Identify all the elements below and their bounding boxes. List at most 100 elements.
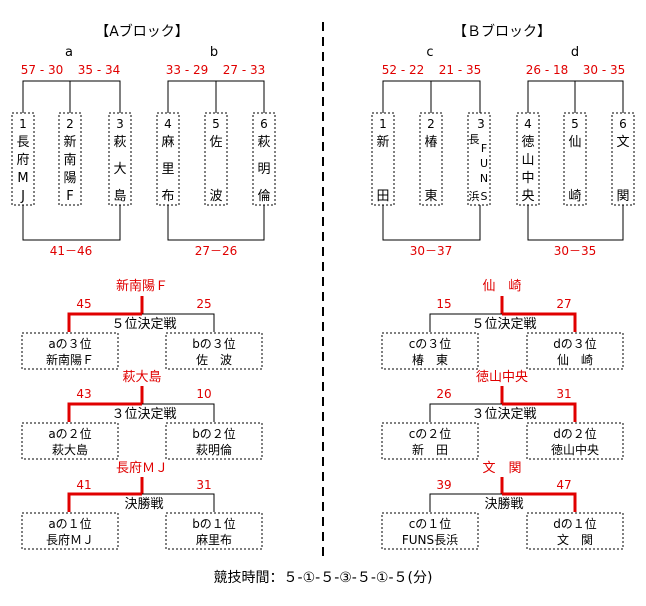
svg-text:bの３位: bの３位 (192, 336, 236, 351)
svg-text:明: 明 (257, 162, 270, 177)
match-b-3rd: 徳山中央 26 31 ３位決定戦 cの２位 新 田 dの２位 徳山中央 (381, 370, 624, 460)
svg-text:中: 中 (521, 171, 534, 186)
svg-text:文: 文 (616, 135, 629, 150)
svg-text:麻里布: 麻里布 (196, 532, 232, 547)
cross-bracket-b4-b6 (527, 205, 624, 241)
cross-bracket-a1-a3 (22, 205, 121, 241)
svg-text:6: 6 (260, 117, 268, 131)
team-box-b2: 2 椿 東 (419, 112, 443, 206)
league-b-score-2: 27 - 33 (223, 63, 266, 77)
svg-text:2: 2 (427, 117, 435, 131)
match-label: ５位決定戦 (111, 317, 176, 332)
block-a-title: 【Aブロック】 (95, 23, 189, 40)
competition-time: 競技時間：５-①-５-③-５-①-５(分) (214, 570, 433, 586)
svg-text:6: 6 (619, 117, 627, 131)
match-a-3rd: 萩大島 43 10 ３位決定戦 aの２位 萩大島 bの２位 萩明倫 (21, 370, 263, 460)
svg-text:aの１位: aの１位 (48, 516, 91, 531)
svg-text:N: N (480, 172, 488, 185)
svg-text:新 田: 新 田 (412, 442, 448, 457)
svg-text:萩: 萩 (257, 135, 270, 150)
match-label: ３位決定戦 (111, 407, 176, 422)
league-d-score-1: 26 - 18 (526, 63, 569, 77)
svg-text:浜: 浜 (469, 190, 480, 203)
cross-score-b1: 30－37 (410, 244, 453, 258)
svg-text:仙: 仙 (568, 135, 581, 150)
svg-text:徳: 徳 (521, 135, 534, 150)
svg-text:F: F (66, 189, 73, 204)
svg-text:cの１位: cの１位 (409, 516, 452, 531)
svg-text:関: 関 (616, 189, 629, 204)
svg-text:M: M (17, 171, 28, 186)
match-label: ５位決定戦 (471, 317, 536, 332)
team-box-b5: 5 仙 崎 (563, 112, 587, 206)
league-b-score-1: 33 - 29 (166, 63, 209, 77)
svg-text:麻: 麻 (161, 135, 174, 150)
svg-text:山: 山 (521, 153, 534, 168)
svg-text:FUNS長浜: FUNS長浜 (402, 533, 458, 547)
match-left-score: 41 (76, 478, 91, 492)
match-label: 決勝戦 (124, 497, 163, 512)
svg-text:布: 布 (161, 189, 174, 204)
svg-text:3: 3 (477, 117, 485, 131)
league-c-bracket (382, 80, 481, 113)
league-a-score-1: 57 - 30 (21, 63, 64, 77)
svg-text:東: 東 (424, 188, 437, 204)
team-box-a2: 2 新 南 陽 F (58, 112, 82, 206)
team-box-a5: 5 佐 波 (204, 112, 228, 206)
team-box-b3: 3 長 F U N 浜 S (467, 112, 491, 206)
cross-score-b2: 30－35 (554, 244, 597, 258)
match-b-5th: 仙 崎 15 27 ５位決定戦 cの３位 椿 東 dの３位 仙 崎 (381, 279, 624, 370)
svg-text:田: 田 (376, 189, 389, 204)
svg-text:里: 里 (161, 162, 174, 177)
svg-text:bの１位: bの１位 (192, 516, 236, 531)
league-d-score-2: 30 - 35 (583, 63, 626, 77)
match-left-score: 39 (436, 478, 451, 492)
league-c-label: c (426, 45, 433, 60)
match-right-score: 31 (556, 387, 571, 401)
league-b-bracket (167, 80, 265, 113)
match-left-score: 15 (436, 297, 451, 311)
svg-text:cの２位: cの２位 (409, 426, 452, 441)
match-winner: 徳山中央 (476, 370, 528, 385)
league-b-label: b (210, 45, 218, 60)
svg-text:S: S (481, 190, 488, 203)
svg-text:dの１位: dの１位 (553, 516, 597, 531)
svg-text:波: 波 (209, 189, 222, 204)
svg-text:島: 島 (113, 189, 126, 204)
cross-bracket-b1-b3 (382, 205, 481, 241)
league-d-label: d (571, 45, 579, 60)
cross-bracket-a4-a6 (167, 205, 265, 241)
match-winner: 新南陽Ｆ (116, 278, 168, 294)
svg-text:府: 府 (16, 153, 29, 168)
svg-text:4: 4 (524, 117, 532, 131)
svg-text:cの３位: cの３位 (409, 336, 452, 351)
team-box-b4: 4 徳 山 中 央 (516, 112, 540, 206)
svg-text:dの２位: dの２位 (553, 426, 597, 441)
league-c-score-1: 52 - 22 (382, 63, 425, 77)
league-a-score-2: 35 - 34 (78, 63, 121, 77)
svg-text:4: 4 (164, 117, 172, 131)
match-winner: 長府ＭＪ (116, 461, 168, 476)
svg-text:仙 崎: 仙 崎 (557, 353, 593, 367)
svg-text:南: 南 (63, 152, 76, 168)
team-box-a6: 6 萩 明 倫 (252, 112, 276, 206)
match-a-final: 長府ＭＪ 41 31 決勝戦 aの１位 長府ＭＪ bの１位 麻里布 (21, 461, 263, 550)
cross-score-a1: 41－46 (50, 244, 93, 258)
svg-text:大: 大 (113, 162, 126, 177)
svg-text:aの２位: aの２位 (48, 426, 91, 441)
svg-text:文 関: 文 関 (557, 532, 593, 547)
svg-text:倫: 倫 (257, 189, 270, 204)
match-left-score: 45 (76, 297, 91, 311)
svg-text:萩: 萩 (113, 135, 126, 150)
svg-text:長: 長 (16, 135, 29, 150)
svg-text:F: F (481, 142, 487, 155)
svg-text:1: 1 (379, 117, 387, 131)
svg-text:5: 5 (212, 117, 220, 131)
svg-text:新南陽Ｆ: 新南陽Ｆ (46, 352, 94, 367)
team-box-b6: 6 文 関 (611, 112, 635, 206)
svg-text:椿 東: 椿 東 (412, 353, 448, 367)
team-box-a3: 3 萩 大 島 (108, 112, 132, 206)
svg-text:新: 新 (376, 134, 389, 150)
match-label: 決勝戦 (484, 497, 523, 512)
